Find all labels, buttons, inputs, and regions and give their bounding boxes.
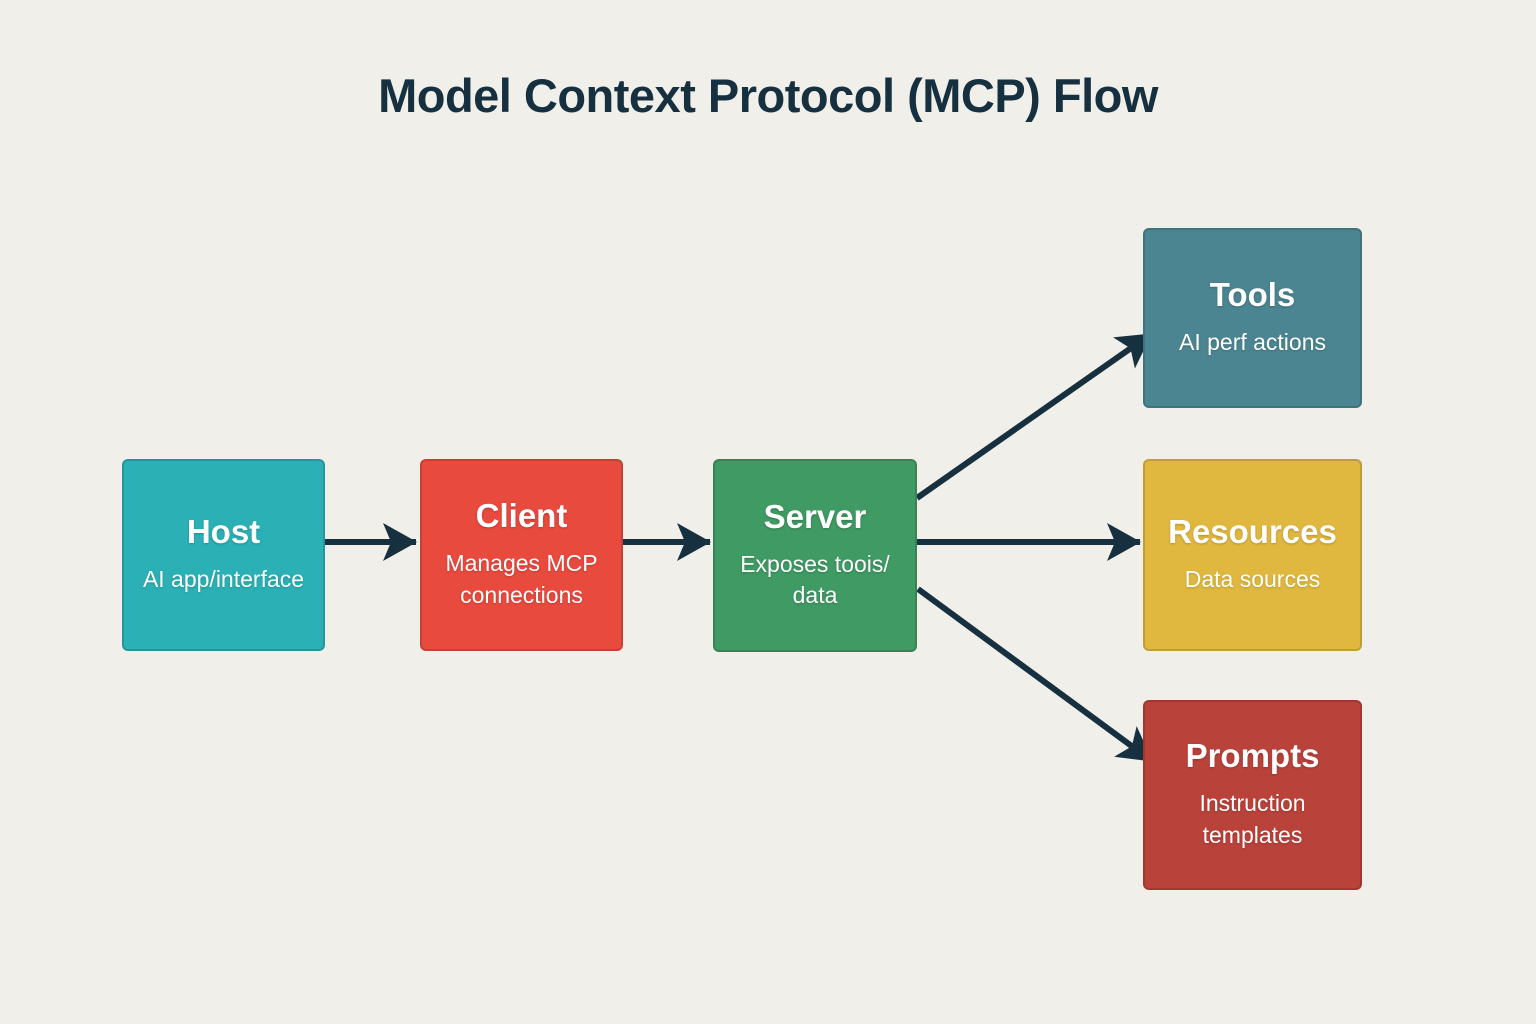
node-server-sublabel: Exposes toois/ data [740,550,890,608]
node-resources: Resources Data sources [1143,459,1362,651]
arrow-server-to-tools [915,331,1153,501]
node-client: Client Manages MCP connections [420,459,623,651]
node-tools-label: Tools [1209,275,1296,313]
node-resources-label: Resources [1168,512,1337,550]
node-server-label: Server [763,497,867,535]
node-tools-sublabel: AI perf actions [1178,328,1327,355]
diagram-title: Model Context Protocol (MCP) Flow [378,69,1158,122]
node-host-label: Host [186,512,261,550]
node-prompts: Prompts Instruction templates [1143,700,1362,890]
node-prompts-label: Prompts [1185,737,1320,775]
node-prompts-sublabel: Instruction templates [1199,790,1306,848]
node-host: Host AI app/interface [122,459,325,651]
arrow-server-to-prompts [916,586,1154,764]
node-server: Server Exposes toois/ data [713,459,917,652]
node-resources-sublabel: Data sources [1184,565,1321,592]
node-client-label: Client [475,497,568,535]
node-tools: Tools AI perf actions [1143,228,1362,408]
node-client-sublabel: Manages MCP connections [445,550,598,608]
node-host-sublabel: AI app/interface [142,565,305,592]
